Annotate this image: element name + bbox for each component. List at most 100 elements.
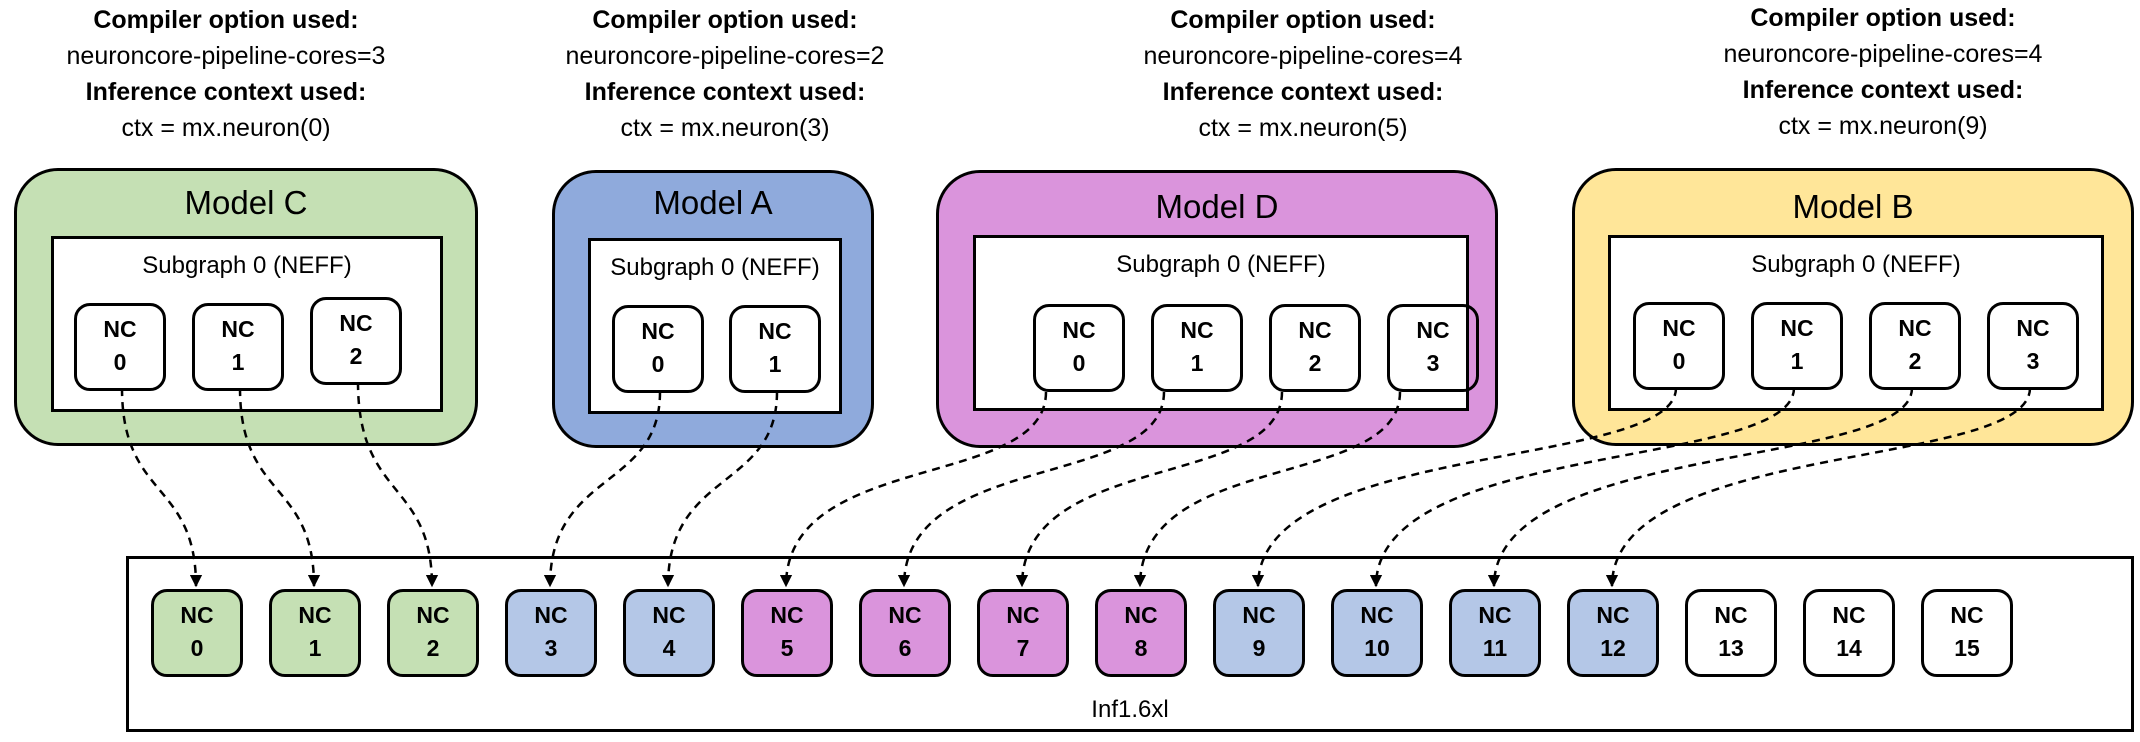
- device-nc-10: NC 10: [1331, 589, 1423, 677]
- compiler-option-label: Compiler option used:: [1750, 4, 2016, 32]
- model-nc-1: NC 1: [729, 305, 821, 393]
- subgraph-label: Subgraph 0 (NEFF): [610, 254, 820, 281]
- device-nc-2: NC 2: [387, 589, 479, 677]
- device-nc-15: NC 15: [1921, 589, 2013, 677]
- nc-label: NC: [770, 602, 804, 628]
- subgraph-box: Subgraph 0 (NEFF) NC 0 NC 1 NC 2: [51, 236, 443, 412]
- inf1-6xl-device: Inf1.6xl NC 0 NC 1 NC 2 NC 3 NC 4 NC 5 N…: [126, 556, 2134, 732]
- subgraph-label: Subgraph 0 (NEFF): [1751, 251, 1961, 278]
- nc-number: 2: [349, 343, 363, 369]
- nc-label: NC: [1950, 602, 1984, 628]
- model-title: Model A: [653, 184, 773, 221]
- nc-label: NC: [1596, 602, 1630, 628]
- nc-label: NC: [641, 318, 675, 344]
- inference-context-value: ctx = mx.neuron(0): [121, 114, 331, 142]
- subgraph-box: Subgraph 0 (NEFF) NC 0 NC 1 NC 2 NC 3: [1608, 235, 2104, 411]
- model-title: Model D: [1155, 188, 1279, 225]
- nc-label: NC: [1662, 315, 1696, 341]
- nc-number: 5: [780, 635, 794, 661]
- model-nc-0: NC 0: [1033, 304, 1125, 392]
- nc-number: 8: [1134, 635, 1148, 661]
- nc-number: 1: [768, 351, 782, 377]
- model-nc-0: NC 0: [74, 303, 166, 391]
- header-model-b: Compiler option used: neuroncore-pipelin…: [1663, 0, 2103, 144]
- nc-label: NC: [221, 316, 255, 342]
- nc-number: 4: [662, 635, 676, 661]
- nc-label: NC: [652, 602, 686, 628]
- model-nc-2: NC 2: [1869, 302, 1961, 390]
- compiler-option-value: neuroncore-pipeline-cores=3: [66, 42, 386, 70]
- subgraph-label: Subgraph 0 (NEFF): [1116, 251, 1326, 278]
- device-nc-1: NC 1: [269, 589, 361, 677]
- model-a-box: Model A Subgraph 0 (NEFF) NC 0 NC 1: [552, 170, 874, 448]
- device-nc-13: NC 13: [1685, 589, 1777, 677]
- nc-label: NC: [1832, 602, 1866, 628]
- device-nc-0: NC 0: [151, 589, 243, 677]
- device-nc-3: NC 3: [505, 589, 597, 677]
- model-title: Model B: [1792, 188, 1914, 225]
- nc-label: NC: [1478, 602, 1512, 628]
- nc-label: NC: [2016, 315, 2050, 341]
- nc-label: NC: [1006, 602, 1040, 628]
- model-nc-1: NC 1: [1151, 304, 1243, 392]
- model-nc-2: NC 2: [310, 297, 402, 385]
- model-nc-0: NC 0: [1633, 302, 1725, 390]
- nc-number: 3: [1426, 350, 1440, 376]
- compiler-option-value: neuroncore-pipeline-cores=2: [565, 42, 885, 70]
- device-label: Inf1.6xl: [1091, 696, 1169, 723]
- nc-label: NC: [1360, 602, 1394, 628]
- compiler-option-value: neuroncore-pipeline-cores=4: [1723, 40, 2043, 68]
- nc-label: NC: [416, 602, 450, 628]
- device-nc-5: NC 5: [741, 589, 833, 677]
- nc-label: NC: [339, 310, 373, 336]
- model-nc-3: NC 3: [1387, 304, 1479, 392]
- nc-label: NC: [1714, 602, 1748, 628]
- nc-number: 2: [1308, 350, 1322, 376]
- nc-number: 0: [113, 349, 127, 375]
- model-nc-3: NC 3: [1987, 302, 2079, 390]
- nc-number: 0: [190, 635, 204, 661]
- inference-context-value: ctx = mx.neuron(9): [1778, 112, 1988, 140]
- nc-number: 3: [2026, 348, 2040, 374]
- inference-context-label: Inference context used:: [1742, 76, 2024, 104]
- nc-number: 0: [1072, 350, 1086, 376]
- nc-number: 12: [1600, 635, 1626, 661]
- nc-label: NC: [1898, 315, 1932, 341]
- nc-number: 9: [1252, 635, 1266, 661]
- subgraph-box: Subgraph 0 (NEFF) NC 0 NC 1: [588, 238, 842, 414]
- nc-label: NC: [298, 602, 332, 628]
- header-model-c: Compiler option used: neuroncore-pipelin…: [6, 2, 446, 146]
- compiler-option-label: Compiler option used:: [1170, 6, 1436, 34]
- nc-number: 11: [1482, 635, 1508, 661]
- nc-label: NC: [1062, 317, 1096, 343]
- nc-number: 0: [651, 351, 665, 377]
- model-nc-1: NC 1: [1751, 302, 1843, 390]
- nc-number: 13: [1718, 635, 1744, 661]
- device-nc-12: NC 12: [1567, 589, 1659, 677]
- nc-label: NC: [1180, 317, 1214, 343]
- device-nc-4: NC 4: [623, 589, 715, 677]
- compiler-option-value: neuroncore-pipeline-cores=4: [1143, 42, 1463, 70]
- nc-number: 3: [544, 635, 558, 661]
- nc-label: NC: [1298, 317, 1332, 343]
- model-c-box: Model C Subgraph 0 (NEFF) NC 0 NC 1 NC 2: [14, 168, 478, 446]
- nc-number: 2: [426, 635, 440, 661]
- compiler-option-label: Compiler option used:: [592, 6, 858, 34]
- inference-context-value: ctx = mx.neuron(5): [1198, 114, 1408, 142]
- header-model-d: Compiler option used: neuroncore-pipelin…: [1083, 2, 1523, 146]
- nc-number: 1: [1190, 350, 1204, 376]
- model-b-box: Model B Subgraph 0 (NEFF) NC 0 NC 1 NC 2…: [1572, 168, 2134, 446]
- nc-number: 14: [1836, 635, 1862, 661]
- nc-number: 10: [1364, 635, 1390, 661]
- inference-context-value: ctx = mx.neuron(3): [620, 114, 830, 142]
- nc-number: 1: [1790, 348, 1804, 374]
- compiler-option-label: Compiler option used:: [93, 6, 359, 34]
- nc-label: NC: [1416, 317, 1450, 343]
- nc-number: 2: [1908, 348, 1922, 374]
- model-nc-1: NC 1: [192, 303, 284, 391]
- device-nc-9: NC 9: [1213, 589, 1305, 677]
- nc-label: NC: [180, 602, 214, 628]
- nc-number: 6: [898, 635, 912, 661]
- model-nc-0: NC 0: [612, 305, 704, 393]
- inference-context-label: Inference context used:: [85, 78, 367, 106]
